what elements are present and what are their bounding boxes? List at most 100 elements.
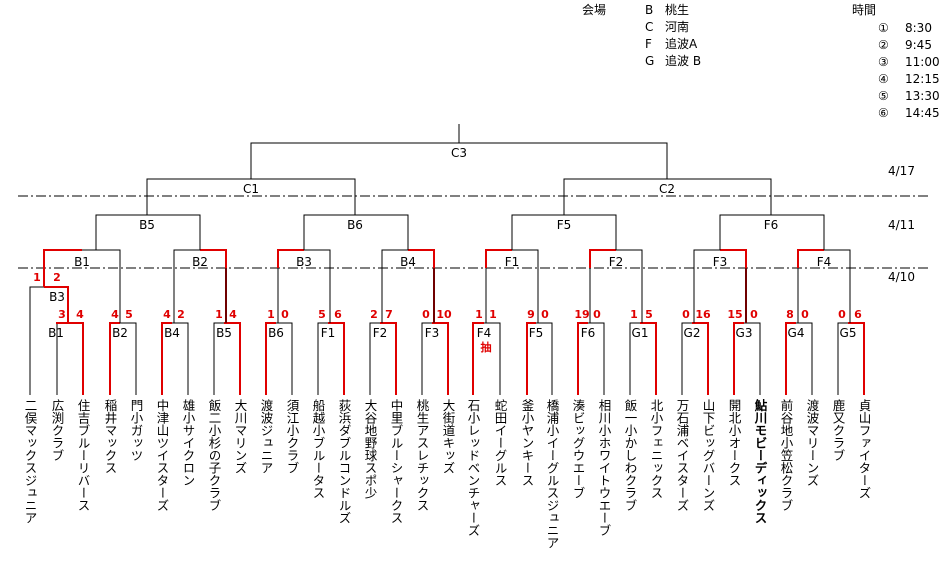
- match-label: G2: [684, 326, 701, 340]
- score-label: 1: [215, 308, 223, 321]
- match-label: C3: [451, 146, 467, 160]
- match-label: B2: [192, 255, 208, 269]
- date-label: 4/10: [888, 270, 915, 284]
- team-name: 飯一小かしわクラブ: [623, 398, 638, 512]
- bracket-line: [837, 322, 848, 395]
- team-name: 大街道キッズ: [441, 399, 456, 474]
- team-name: 万石浦ベイスターズ: [675, 399, 690, 512]
- bracket-line: [485, 249, 512, 268]
- score-label: 2: [370, 308, 378, 321]
- bracket-line: [317, 322, 328, 395]
- match-label: B6: [347, 218, 363, 232]
- team-name: 大谷地野球スポ少: [363, 399, 378, 499]
- score-label: 4: [76, 308, 84, 321]
- time-mark: ⑥: [878, 106, 889, 120]
- score-label: 2: [177, 308, 185, 321]
- bracket-line: [472, 322, 484, 395]
- match-label: B2: [112, 326, 128, 340]
- bracket-line: [43, 249, 82, 268]
- team-name: 飯二小杉の子クラブ: [207, 398, 222, 512]
- bracket-line: [526, 322, 536, 395]
- team-name: 須江小クラブ: [285, 399, 300, 474]
- team-name: 門小ガッツ: [129, 399, 144, 462]
- bracket-line: [44, 286, 69, 323]
- team-name: 渡波マリーンズ: [805, 398, 820, 487]
- match-label: C2: [659, 182, 675, 196]
- bracket-line: [733, 322, 744, 395]
- match-label: F6: [764, 218, 779, 232]
- team-name: 雄小サイクロン: [181, 398, 196, 487]
- team-name: 鮎川モビーディックス: [753, 398, 768, 524]
- score-label: 1: [489, 308, 497, 321]
- match-label: F1: [505, 255, 520, 269]
- team-name: 船越小ブルータス: [311, 399, 326, 499]
- venue-name: 追波A: [665, 36, 698, 51]
- bracket-line: [265, 322, 276, 395]
- match-label: F5: [529, 326, 544, 340]
- team-name: 鹿又クラブ: [831, 398, 846, 462]
- match-label: F3: [425, 326, 440, 340]
- score-label: 0: [422, 308, 430, 321]
- bracket-line: [303, 214, 409, 250]
- venue-code: G: [645, 54, 654, 68]
- time-value: 13:30: [905, 89, 940, 103]
- match-label: B1: [74, 255, 90, 269]
- bracket-line: [484, 322, 501, 395]
- match-label: B5: [216, 326, 232, 340]
- time-value: 12:15: [905, 72, 940, 86]
- bracket-line: [432, 322, 449, 395]
- bracket-line: [172, 322, 189, 395]
- match-label: F5: [557, 218, 572, 232]
- bracket-line: [277, 249, 304, 268]
- venue-code: F: [645, 37, 652, 51]
- score-label: 1: [33, 271, 41, 284]
- time-value: 8:30: [905, 21, 932, 35]
- score-label: 9: [527, 308, 535, 321]
- team-name: 開北小オークス: [727, 399, 742, 487]
- time-value: 11:00: [905, 55, 940, 69]
- bracket-line: [380, 322, 397, 395]
- team-name: 二俣マックスジュニア: [23, 399, 38, 524]
- team-name: 橋浦小イーグルスジュニア: [545, 399, 560, 549]
- team-name: 渡波ジュニア: [259, 398, 274, 474]
- time-title: 時間: [852, 3, 876, 17]
- bracket-line: [173, 249, 200, 268]
- team-name: 前谷地小笠松クラブ: [779, 398, 794, 512]
- venue-code: B: [645, 3, 653, 17]
- date-label: 4/17: [888, 164, 915, 178]
- team-name: 湊ビッグウエーブ: [571, 399, 586, 499]
- score-label: 1: [267, 308, 275, 321]
- score-label: 5: [318, 308, 326, 321]
- team-name: 蛇田イーグルス: [493, 398, 508, 487]
- match-label: B6: [268, 326, 284, 340]
- time-value: 14:45: [905, 106, 940, 120]
- team-name: 大川マリンズ: [233, 399, 248, 474]
- bracket-line: [369, 322, 380, 395]
- score-label: 0: [838, 308, 846, 321]
- score-label: 4: [163, 308, 171, 321]
- time-mark: ①: [878, 21, 889, 35]
- match-label: C1: [243, 182, 259, 196]
- venue-name: 桃生: [665, 2, 689, 17]
- match-label: F3: [713, 255, 728, 269]
- team-name: 山下ビッグバーンズ: [701, 399, 716, 512]
- team-name: 石小レッドベンチャーズ: [466, 399, 481, 537]
- team-name: 広渕クラブ: [50, 399, 65, 462]
- team-name: 北小フェニックス: [649, 399, 664, 499]
- score-label: 1: [630, 308, 638, 321]
- venue-name: 河南: [665, 19, 689, 34]
- score-label: 0: [750, 308, 758, 321]
- match-label: G3: [736, 326, 753, 340]
- team-name: 釜小ヤンキース: [520, 398, 535, 487]
- bracket-line: [381, 249, 408, 268]
- score-label: 3: [58, 308, 66, 321]
- score-label: 0: [541, 308, 549, 321]
- bracket-line: [681, 322, 692, 395]
- bracket-line: [161, 322, 172, 395]
- match-label: B5: [139, 218, 155, 232]
- score-label: 10: [436, 308, 452, 321]
- team-name: 住吉ブルーリバース: [76, 399, 91, 512]
- team-name: 中津山ツイスターズ: [155, 398, 170, 512]
- match-label: B3: [296, 255, 312, 269]
